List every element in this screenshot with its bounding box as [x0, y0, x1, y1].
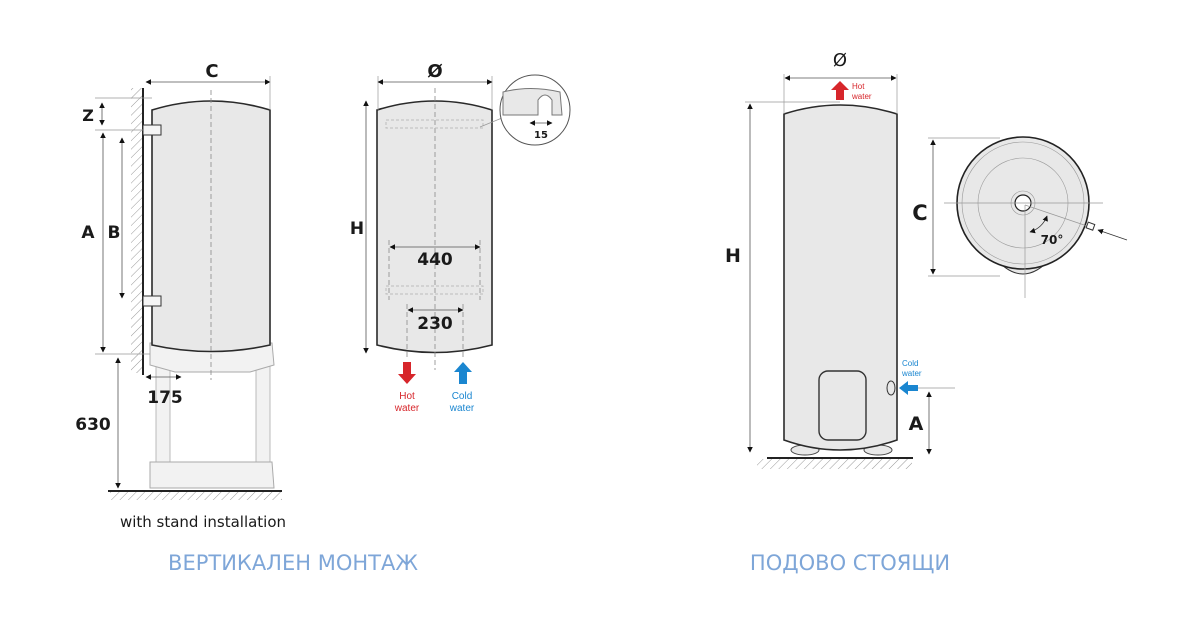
- bracket-top: [142, 124, 162, 136]
- a-label: A: [909, 413, 924, 435]
- tank-body: [783, 104, 898, 451]
- floor-standing-side-view: Ø Hot water H Cold water A: [725, 50, 955, 469]
- height-h-label: H: [350, 219, 364, 239]
- stand-height-value: 630: [75, 415, 111, 435]
- wall-hatch: [131, 88, 143, 373]
- hot-water-arrow-icon: [398, 362, 416, 384]
- hot-water-label: Hot: [399, 391, 415, 402]
- wall-mount-side-view: C Z A B 630 175 with stand installation: [75, 61, 286, 531]
- bracket-spacing-value: 440: [417, 250, 453, 270]
- cold-water-label: Cold: [452, 391, 473, 402]
- inlet-direction-arrow-icon: [1097, 228, 1128, 241]
- height-h-label: H: [725, 245, 741, 267]
- slot-width-value: 15: [534, 130, 548, 141]
- z-label: Z: [82, 106, 94, 125]
- wall-mount-front-view: Ø H 440 230 Hot water Cold water 15: [350, 61, 571, 414]
- floor-standing-title: ПОДОВО СТОЯЩИ: [750, 551, 950, 575]
- pipe-spacing-value: 230: [417, 314, 453, 334]
- cold-water-arrow-icon: [899, 381, 918, 395]
- diameter-label: Ø: [427, 61, 442, 82]
- slot-detail-inset: 15: [479, 74, 571, 146]
- depth-value: 175: [147, 388, 183, 408]
- floor-standing-top-view: 70° C: [912, 136, 1128, 298]
- b-label: B: [108, 223, 121, 243]
- cold-water-label: Cold: [902, 359, 918, 368]
- hot-water-label: Hot: [852, 82, 865, 91]
- hot-water-label-2: water: [851, 92, 872, 101]
- a-label: A: [81, 223, 95, 243]
- c-label: C: [912, 201, 927, 225]
- cold-water-label-2: water: [901, 369, 922, 378]
- stand-installation-note: with stand installation: [120, 513, 286, 531]
- wall-mount-title: ВЕРТИКАЛЕН МОНТАЖ: [168, 551, 418, 575]
- diameter-label: Ø: [833, 50, 847, 71]
- access-panel: [818, 370, 867, 441]
- hot-water-label-2: water: [394, 403, 420, 414]
- cold-water-label-2: water: [449, 403, 475, 414]
- cold-water-arrow-icon: [454, 362, 472, 384]
- angle-label: 70°: [1041, 233, 1064, 247]
- stand: [149, 342, 275, 489]
- hot-water-arrow-icon: [831, 81, 849, 100]
- width-c-label: C: [205, 61, 218, 82]
- tank-body: [376, 100, 493, 354]
- bracket-bottom: [142, 295, 162, 307]
- cold-inlet: [886, 380, 896, 396]
